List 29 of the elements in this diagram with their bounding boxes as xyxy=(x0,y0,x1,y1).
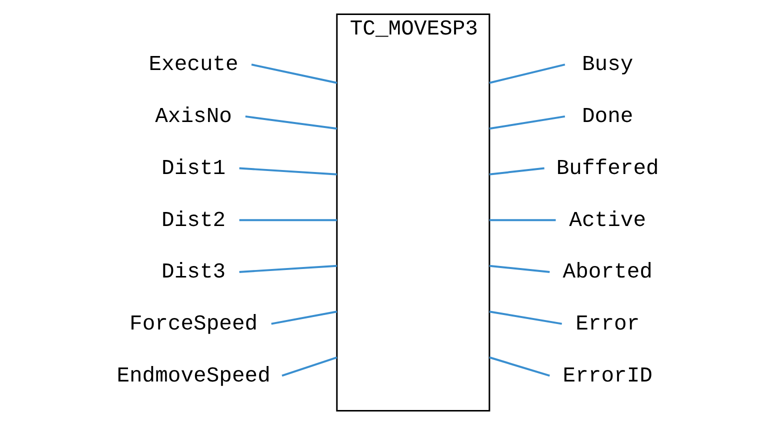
node-text: ForceSpeed xyxy=(130,312,258,336)
node-text: Dist2 xyxy=(162,208,226,233)
connector xyxy=(489,167,544,176)
connector xyxy=(251,64,338,84)
connector xyxy=(245,115,338,130)
connector xyxy=(489,219,556,222)
node-text: AxisNo xyxy=(155,105,232,130)
connector xyxy=(489,64,566,84)
node-box: TC_MOVESP3 xyxy=(336,13,490,412)
node-text: Dist1 xyxy=(162,156,226,181)
node-text: Active xyxy=(569,208,646,233)
connector xyxy=(489,264,550,273)
node-text: Busy xyxy=(582,53,634,78)
node-text: Dist3 xyxy=(162,260,226,285)
connector xyxy=(282,356,338,377)
node-text: Done xyxy=(582,105,634,130)
connector xyxy=(239,219,337,222)
connector xyxy=(271,310,338,325)
node-text: Execute xyxy=(148,53,238,78)
connector xyxy=(489,115,566,130)
node-text: Error xyxy=(576,312,640,336)
node-text: Buffered xyxy=(556,156,659,181)
connector xyxy=(239,264,337,273)
node-text: ErrorID xyxy=(562,364,652,388)
connector xyxy=(239,167,337,176)
node-text: Aborted xyxy=(562,260,652,285)
connector xyxy=(489,310,562,325)
node-text: EndmoveSpeed xyxy=(116,364,270,388)
connector xyxy=(489,356,550,377)
